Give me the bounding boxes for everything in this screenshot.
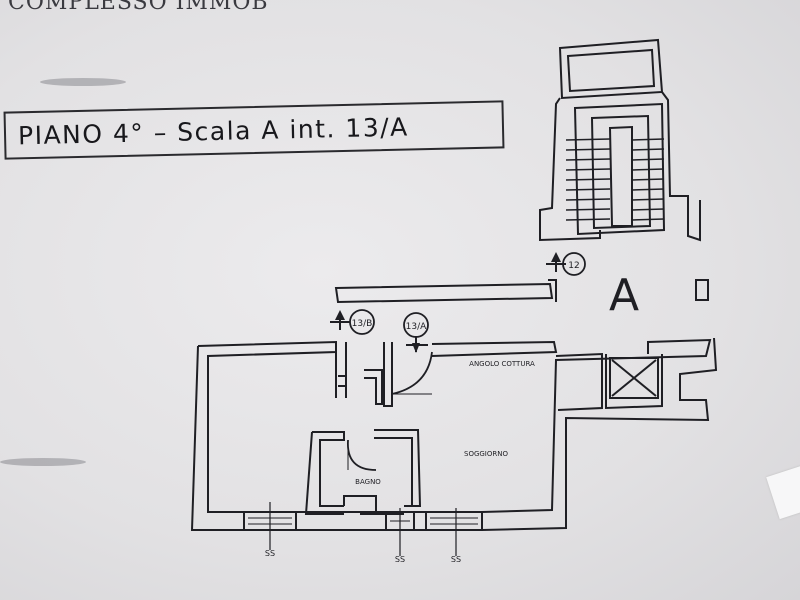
window-mark: SS: [395, 555, 405, 564]
marker-circle-13a: [403, 312, 429, 338]
entry-partitions: [335, 342, 433, 407]
entrance-arrows: [330, 254, 566, 352]
header-text: COMPLESSO IMMOB: [8, 0, 269, 15]
window-mark: SS: [265, 549, 275, 558]
opening-mark: [695, 279, 709, 301]
marker-circle-13b: [349, 309, 375, 335]
stairwell: [539, 38, 701, 242]
bathroom-walls: [304, 429, 422, 515]
room-label-kitchen: ANGOLO COTTURA: [469, 360, 535, 368]
smudge-mark: [0, 458, 86, 466]
room-label-bath: BAGNO: [355, 478, 381, 486]
room-label-living: SOGGIORNO: [464, 450, 508, 458]
corridor-wall: [334, 282, 554, 304]
window-openings: [243, 502, 483, 556]
smudge-mark: [40, 78, 126, 86]
marker-label-13b: 13/B: [352, 319, 373, 329]
apartment-walls: [190, 337, 718, 531]
stair-letter: A: [609, 270, 639, 321]
marker-circle-12: [562, 252, 586, 276]
marker-label-13a: 13/A: [406, 322, 427, 332]
stair-treads: [565, 138, 665, 221]
marker-label-12: 12: [568, 261, 579, 271]
window-mark: SS: [451, 555, 461, 564]
